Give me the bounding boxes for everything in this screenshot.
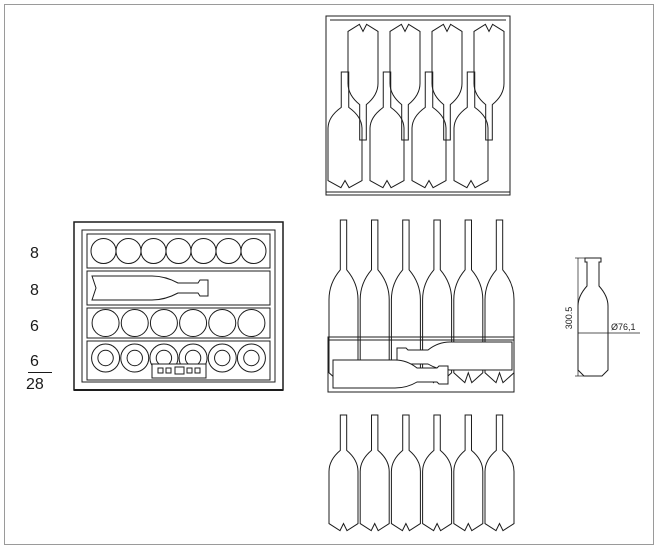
top-rack-bottles <box>327 23 505 189</box>
shelf-1-bottles <box>90 238 267 264</box>
bottom-rack-view <box>328 414 515 532</box>
control-panel <box>151 363 207 379</box>
bottle-end <box>237 309 266 337</box>
shelf-2-bottle-side <box>91 275 209 301</box>
bottle-end <box>179 309 208 337</box>
bottle-end-inner <box>126 349 143 367</box>
upright-bottle <box>453 414 484 532</box>
bottle-end <box>91 343 121 373</box>
shelf-2 <box>86 270 271 306</box>
shelf-count-4: 6 <box>30 353 39 370</box>
total-divider <box>28 372 52 373</box>
top-rack-view <box>325 15 511 196</box>
inverted-bottle <box>431 23 463 141</box>
inverted-bottle <box>389 23 421 141</box>
upright-bottle <box>484 219 515 384</box>
top-rack-frame <box>325 15 511 196</box>
shelf-1 <box>86 233 271 269</box>
outer-border <box>4 4 654 545</box>
upright-bottle <box>369 71 405 189</box>
upright-bottle <box>453 219 484 384</box>
bottle-end <box>120 309 149 337</box>
upright-bottle <box>390 414 421 532</box>
upright-bottle <box>327 71 363 189</box>
upright-bottle <box>359 414 390 532</box>
bottle-end <box>120 343 150 373</box>
upright-bottle <box>453 71 489 189</box>
total-count: 28 <box>26 376 44 393</box>
bottle-end-inner <box>97 349 114 367</box>
bottle-end-inner <box>243 349 260 367</box>
fridge-front-view <box>73 221 284 391</box>
shelf-count-2: 8 <box>30 282 39 299</box>
bottle-end <box>90 238 117 264</box>
single-bottle <box>577 257 609 377</box>
bottom-rack-bottles <box>328 414 515 532</box>
shelf-3 <box>86 307 271 339</box>
bottle-end-inner <box>214 349 231 367</box>
lying-bottle-lower <box>332 359 449 389</box>
bottle-end-inner <box>155 349 173 367</box>
bottle-end <box>149 309 178 337</box>
bottle-height-label: 300.5 <box>564 307 574 330</box>
upright-bottle <box>422 414 453 532</box>
bottle-end <box>207 343 237 373</box>
bottle-end <box>190 238 217 264</box>
upright-bottle <box>328 414 359 532</box>
shelf-count-1: 8 <box>30 245 39 262</box>
shelf-3-bottles <box>91 309 266 337</box>
bottle-end <box>91 309 120 337</box>
fridge-inner-frame <box>81 229 276 383</box>
bottle-end <box>165 238 192 264</box>
upright-bottle <box>359 219 390 384</box>
bottle-end <box>240 238 267 264</box>
single-bottle-dimensioned <box>575 257 640 377</box>
bottle-end-inner <box>184 349 202 367</box>
upright-bottle <box>328 219 359 384</box>
shelf-count-3: 6 <box>30 318 39 335</box>
shelf-4 <box>86 340 271 381</box>
bottle-diameter-label: Ø76,1 <box>611 322 636 332</box>
middle-rack-frame <box>327 336 515 393</box>
middle-rack-view <box>327 219 515 393</box>
upright-bottle <box>411 71 447 189</box>
bottle-end <box>208 309 237 337</box>
inverted-bottle <box>347 23 379 141</box>
bottle-end <box>115 238 142 264</box>
bottle-end <box>215 238 242 264</box>
inverted-bottle <box>473 23 505 141</box>
bottle-end <box>236 343 266 373</box>
bottle-end <box>140 238 167 264</box>
upright-bottle <box>484 414 515 532</box>
